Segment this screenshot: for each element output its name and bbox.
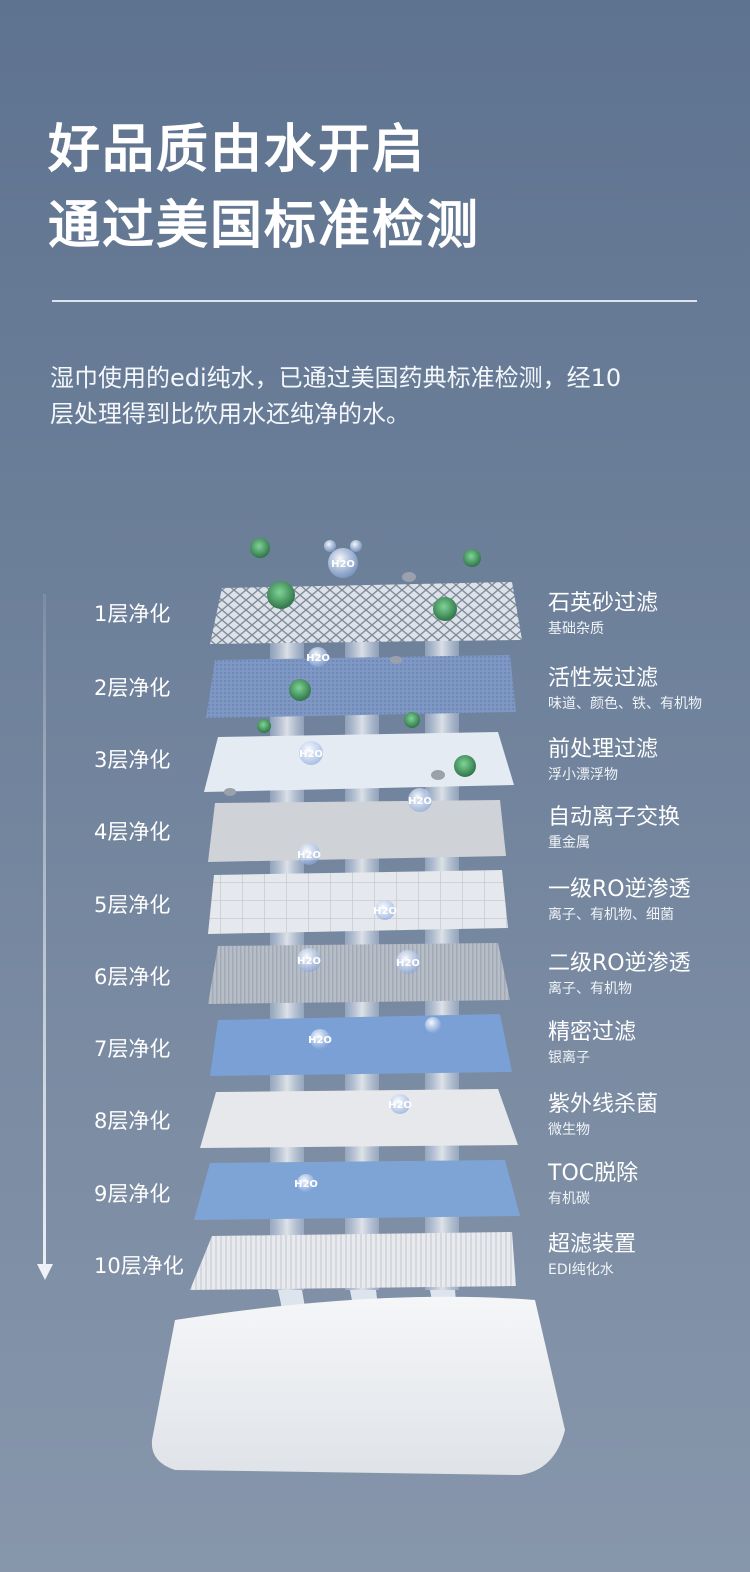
layer-detail: 离子、有机物 — [548, 981, 632, 997]
filter-layer-1 — [210, 582, 522, 644]
water-molecule-label: H2O — [299, 749, 323, 760]
layer-level-label: 10层净化 — [94, 1254, 184, 1278]
filter-layer-7 — [210, 1014, 512, 1076]
germ-icon — [454, 755, 476, 777]
layer-level-label: 2层净化 — [94, 676, 171, 700]
layer-info: TOC脱除 有机碳 — [548, 1160, 638, 1210]
water-molecule-icon — [390, 1094, 410, 1114]
water-molecules — [297, 540, 441, 1192]
layer-level-label: 8层净化 — [94, 1109, 171, 1133]
germ-icon — [250, 538, 270, 558]
layer-name: TOC脱除 — [548, 1161, 639, 1186]
layer-level-label: 4层净化 — [94, 820, 171, 844]
germ-icon — [289, 679, 311, 701]
headline: 好品质由水开启 通过美国标准检测 — [48, 112, 480, 264]
layer-level-label: 7层净化 — [94, 1037, 171, 1061]
layer-detail: 离子、有机物、细菌 — [548, 907, 674, 923]
water-molecule-icon — [298, 843, 320, 865]
wet-wipe-pad — [151, 1296, 565, 1475]
debris-particle — [224, 788, 236, 796]
germ-icon — [257, 719, 271, 733]
germ-icon — [433, 597, 457, 621]
headline-line-2: 通过美国标准检测 — [48, 196, 481, 256]
layer-info: 石英砂过滤 基础杂质 — [548, 590, 658, 640]
down-arrow-head — [37, 1264, 53, 1280]
layer-info: 紫外线杀菌 微生物 — [548, 1091, 658, 1141]
filter-layer-6 — [208, 943, 510, 1004]
divider — [52, 300, 697, 302]
layer-name: 石英砂过滤 — [548, 591, 659, 616]
water-molecule-label: H2O — [306, 653, 330, 664]
water-molecule-label: H2O — [297, 850, 321, 861]
water-molecule-icon — [297, 1174, 315, 1192]
layer-info: 一级RO逆渗透 离子、有机物、细菌 — [548, 876, 691, 926]
filter-layer-2 — [206, 655, 516, 718]
layer-name: 超滤装置 — [548, 1232, 637, 1257]
description-line-1: 湿巾使用的edi纯水，已通过美国药典标准检测，经10 — [50, 364, 622, 392]
filter-layer-10 — [190, 1232, 516, 1290]
layer-name: 自动离子交换 — [548, 805, 681, 830]
layer-detail: EDI纯化水 — [548, 1262, 614, 1278]
layer-detail: 味道、颜色、铁、有机物 — [548, 696, 702, 712]
water-molecule-icon — [396, 950, 420, 974]
layer-name: 精密过滤 — [548, 1020, 637, 1045]
water-molecule-label: H2O — [294, 1179, 318, 1190]
germ-icon — [463, 549, 481, 567]
description: 湿巾使用的edi纯水，已通过美国药典标准检测，经10 层处理得到比饮用水还纯净的… — [50, 360, 700, 432]
layer-level-label: 5层净化 — [94, 893, 171, 917]
filter-layer-5 — [208, 870, 508, 934]
filter-layer-8 — [200, 1089, 518, 1148]
layer-detail: 微生物 — [548, 1122, 590, 1138]
down-arrow-line — [43, 594, 46, 1264]
layer-detail: 银离子 — [548, 1050, 590, 1066]
filter-layers — [190, 582, 522, 1290]
layer-detail: 浮小漂浮物 — [548, 767, 618, 783]
germ-icon — [404, 712, 420, 728]
debris-particle — [431, 770, 445, 780]
layer-name: 活性炭过滤 — [548, 666, 659, 691]
water-molecule-icon — [297, 948, 321, 972]
layer-name: 二级RO逆渗透 — [548, 951, 691, 976]
water-molecule-label: H2O — [308, 1035, 332, 1046]
layer-level-label: 1层净化 — [94, 602, 171, 626]
layer-detail: 有机碳 — [548, 1191, 590, 1207]
water-molecule-label: H2O — [373, 906, 397, 917]
water-molecule-icon — [425, 1017, 441, 1033]
layer-info: 精密过滤 银离子 — [548, 1019, 636, 1069]
layer-detail: 重金属 — [548, 835, 590, 851]
layer-level-label: 6层净化 — [94, 965, 171, 989]
layer-info: 前处理过滤 浮小漂浮物 — [548, 736, 658, 786]
water-molecule-label: H2O — [408, 796, 432, 807]
layer-name: 一级RO逆渗透 — [548, 877, 691, 902]
layer-info: 自动离子交换 重金属 — [548, 804, 680, 854]
water-molecule-icon — [375, 900, 395, 920]
germs — [250, 538, 481, 777]
water-molecule-label: H2O — [297, 956, 321, 967]
layer-info: 二级RO逆渗透 离子、有机物 — [548, 950, 691, 1000]
layer-info: 活性炭过滤 味道、颜色、铁、有机物 — [548, 665, 702, 715]
layer-level-label: 9层净化 — [94, 1182, 171, 1206]
debris-particle — [402, 572, 416, 582]
filter-layer-4 — [208, 800, 506, 862]
layer-level-label: 3层净化 — [94, 748, 171, 772]
water-molecule-label: H2O — [388, 1100, 412, 1111]
debris — [224, 572, 445, 796]
water-molecule-label: H2O — [331, 559, 355, 570]
layer-name: 前处理过滤 — [548, 737, 659, 762]
water-molecule-icon — [308, 647, 328, 667]
germ-icon — [267, 581, 295, 609]
water-molecule-icon — [408, 788, 432, 812]
water-molecule-label: H2O — [396, 958, 420, 969]
debris-particle — [390, 656, 402, 664]
description-line-2: 层处理得到比饮用水还纯净的水。 — [50, 400, 410, 428]
headline-line-1: 好品质由水开启 — [48, 120, 427, 180]
water-molecule-icon — [310, 1029, 330, 1049]
water-molecule-icon — [324, 540, 362, 578]
water-molecule-icon — [299, 741, 323, 765]
filter-layer-9 — [194, 1160, 520, 1220]
layer-info: 超滤装置 EDI纯化水 — [548, 1231, 636, 1281]
layer-detail: 基础杂质 — [548, 621, 604, 637]
layer-name: 紫外线杀菌 — [548, 1092, 659, 1117]
